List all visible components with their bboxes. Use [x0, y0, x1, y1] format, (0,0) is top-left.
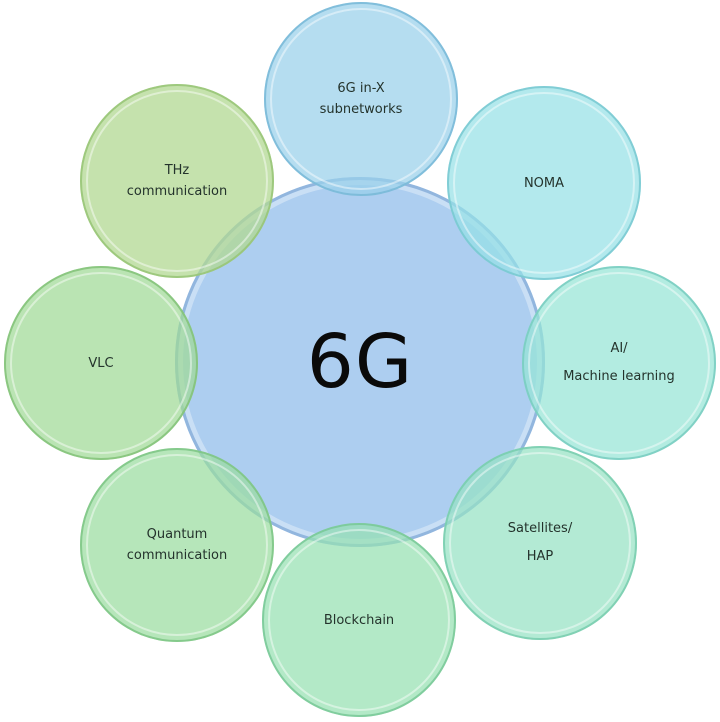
node-label-line1: VLC	[88, 355, 114, 371]
node-label-line1: THz	[164, 163, 190, 178]
node-label-line1: Quantum	[146, 527, 208, 542]
node-label-line2: communication	[126, 548, 228, 563]
node-label-line2: subnetworks	[319, 102, 403, 117]
node-quantum-communication: Quantum communication	[80, 448, 274, 642]
node-label-line2: communication	[126, 184, 228, 199]
node-ai-machine-learning: AI/ Machine learning	[522, 266, 716, 460]
node-label-line2: Machine learning	[563, 369, 675, 384]
node-label-line1: AI/	[610, 341, 628, 356]
node-satellites-hap: Satellites/ HAP	[443, 446, 637, 640]
node-thz-communication: THz communication	[80, 84, 274, 278]
node-label-line1: NOMA	[523, 175, 565, 191]
node-noma: NOMA	[447, 86, 641, 280]
node-label-line1: 6G in-X	[337, 81, 385, 96]
node-label-line1: Satellites/	[507, 521, 573, 536]
center-label: 6G	[306, 319, 414, 405]
node-vlc: VLC	[4, 266, 198, 460]
node-label-line1: Blockchain	[323, 612, 395, 628]
node-6g-in-x-subnetworks: 6G in-X subnetworks	[264, 2, 458, 196]
node-label-line2: HAP	[526, 549, 554, 564]
node-blockchain: Blockchain	[262, 523, 456, 717]
